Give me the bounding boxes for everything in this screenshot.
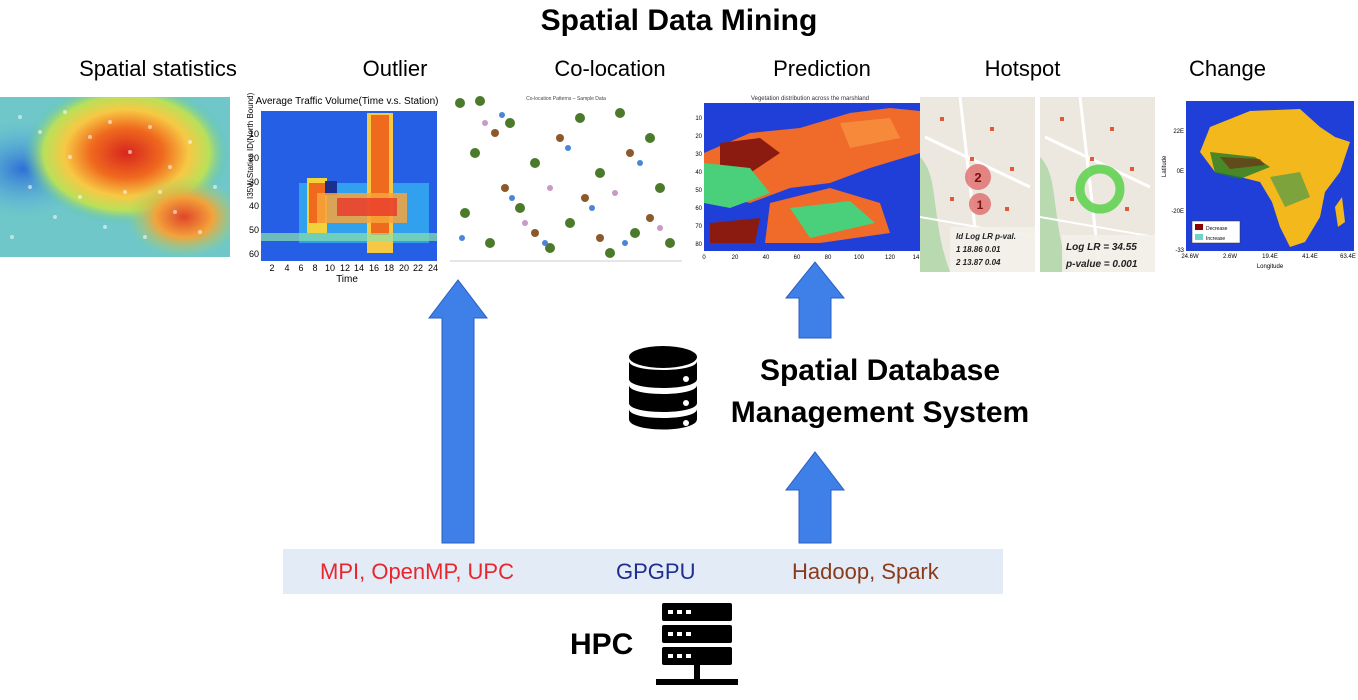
- prediction-xtick: 100: [854, 255, 865, 261]
- category-outlier: Outlier: [362, 56, 428, 81]
- hotspot-table-row-2: 2 13.87 0.04: [955, 258, 1001, 267]
- hotspot-pvalue: p-value = 0.001: [1065, 259, 1138, 270]
- change-xtick: 24.6W: [1181, 254, 1199, 260]
- prediction-title: Vegetation distribution across the marsh…: [751, 96, 869, 102]
- outlier-xtick: 8: [312, 263, 317, 273]
- dbms-line2: Management System: [730, 396, 1030, 429]
- hotspot-marker-2: 2: [974, 170, 981, 185]
- change-ylabel: Latitude: [1162, 155, 1168, 177]
- outlier-traffic-chart: Average Traffic Volume(Time v.s. Station…: [247, 93, 447, 283]
- diagram-title: Spatial Data Mining: [540, 4, 818, 37]
- outlier-xtick: 18: [384, 263, 394, 273]
- prediction-ytick: 40: [695, 170, 702, 176]
- legend-increase: Increase: [1206, 236, 1225, 242]
- prediction-ytick: 70: [695, 224, 702, 230]
- change-xtick: 63.4E: [1340, 254, 1356, 260]
- hotspot-lr: Log LR = 34.55: [1066, 242, 1137, 253]
- spatial-statistics-map: [0, 97, 230, 257]
- outlier-chart-title: Average Traffic Volume(Time v.s. Station…: [255, 96, 438, 107]
- change-ytick: -20E: [1171, 209, 1184, 215]
- prediction-xtick: 14: [913, 255, 920, 261]
- hpc-item-gpgpu: GPGPU: [616, 559, 696, 584]
- change-xtick: 2.6W: [1223, 254, 1237, 260]
- prediction-xtick: 80: [825, 255, 832, 261]
- prediction-ytick: 80: [695, 242, 702, 248]
- hotspot-circle-1: [969, 193, 991, 215]
- prediction-ytick: 30: [695, 152, 702, 158]
- prediction-xtick: 60: [794, 255, 801, 261]
- outlier-xtick: 6: [298, 263, 303, 273]
- category-prediction: Prediction: [773, 56, 871, 81]
- prediction-xtick: 40: [763, 255, 770, 261]
- legend-decrease: Decrease: [1206, 226, 1228, 232]
- legend-swatch-decrease: [1195, 224, 1203, 230]
- colocation-points: [455, 96, 675, 258]
- change-xtick: 41.4E: [1302, 254, 1318, 260]
- prediction-xtick: 120: [885, 255, 896, 261]
- outlier-xtick: 20: [399, 263, 409, 273]
- arrow-dbms-to-prediction: [784, 261, 846, 339]
- category-spatial-statistics: Spatial statistics: [79, 56, 237, 81]
- hotspot-map-right: Log LR = 34.55 p-value = 0.001: [1040, 97, 1155, 272]
- prediction-ytick: 10: [695, 116, 702, 122]
- outlier-ytick: 60: [249, 249, 259, 259]
- change-xlabel: Longitude: [1257, 264, 1284, 270]
- change-ytick: -33: [1175, 248, 1184, 254]
- outlier-xtick: 12: [340, 263, 350, 273]
- server-rack-icon: [656, 603, 738, 685]
- outlier-xlabel: Time: [336, 274, 358, 283]
- outlier-xtick: 4: [284, 263, 289, 273]
- hotspot-map-left: 2 1 Id Log LR p-val. 1 18.86 0.01 2 13.8…: [920, 97, 1035, 272]
- prediction-ytick: 20: [695, 134, 702, 140]
- outlier-xtick: 10: [325, 263, 335, 273]
- outlier-xtick: 2: [269, 263, 274, 273]
- hpc-item-hadoop: Hadoop, Spark: [792, 559, 939, 584]
- category-hotspot: Hotspot: [984, 56, 1061, 81]
- arrow-hpc-to-dbms: [784, 451, 846, 544]
- hpc-item-mpi: MPI, OpenMP, UPC: [320, 559, 514, 584]
- hotspot-table-row-1: 1 18.86 0.01: [956, 245, 1001, 254]
- outlier-xtick: 16: [369, 263, 379, 273]
- outlier-xtick: 24: [428, 263, 438, 273]
- prediction-xtick: 20: [732, 255, 739, 261]
- hotspot-marker-1: 1: [977, 198, 984, 212]
- outlier-ylabel: I35W Station ID(North Bound): [247, 93, 255, 199]
- prediction-ytick: 50: [695, 188, 702, 194]
- category-co-location: Co-location: [554, 56, 666, 81]
- outlier-ytick: 20: [249, 153, 259, 163]
- hpc-frameworks-bar: [283, 549, 1003, 594]
- outlier-xtick: 14: [354, 263, 364, 273]
- change-map: Decrease Increase Latitude 22E 0E -20E -…: [1160, 97, 1358, 272]
- prediction-map: Vegetation distribution across the marsh…: [690, 93, 922, 268]
- legend-swatch-increase: [1195, 234, 1203, 240]
- hotspot-circle-2: [965, 164, 991, 190]
- outlier-ytick: 50: [249, 225, 259, 235]
- dbms-line1: Spatial Database: [759, 354, 1001, 387]
- colocation-title: Co-location Patterns – Sample Data: [526, 96, 606, 102]
- change-ytick: 22E: [1173, 129, 1184, 135]
- change-xtick: 19.4E: [1262, 254, 1278, 260]
- hpc-label: HPC: [570, 628, 634, 661]
- outlier-ytick: 10: [249, 129, 259, 139]
- prediction-xtick: 0: [702, 255, 706, 261]
- outlier-xtick: 22: [413, 263, 423, 273]
- arrow-hpc-to-outlier: [427, 279, 489, 544]
- change-legend: [1191, 220, 1241, 244]
- hotspot-table-header: Id Log LR p-val.: [956, 232, 1016, 241]
- hotspot-ring: [1075, 164, 1125, 214]
- colocation-chart: Co-location Patterns – Sample Data: [450, 93, 682, 268]
- outlier-ytick: 40: [249, 201, 259, 211]
- database-icon: [629, 346, 697, 430]
- change-ytick: 0E: [1177, 169, 1184, 175]
- outlier-ytick: 30: [249, 177, 259, 187]
- prediction-ytick: 60: [695, 206, 702, 212]
- category-change: Change: [1188, 56, 1267, 81]
- dbms-label: Spatial Database Management System: [700, 350, 1060, 434]
